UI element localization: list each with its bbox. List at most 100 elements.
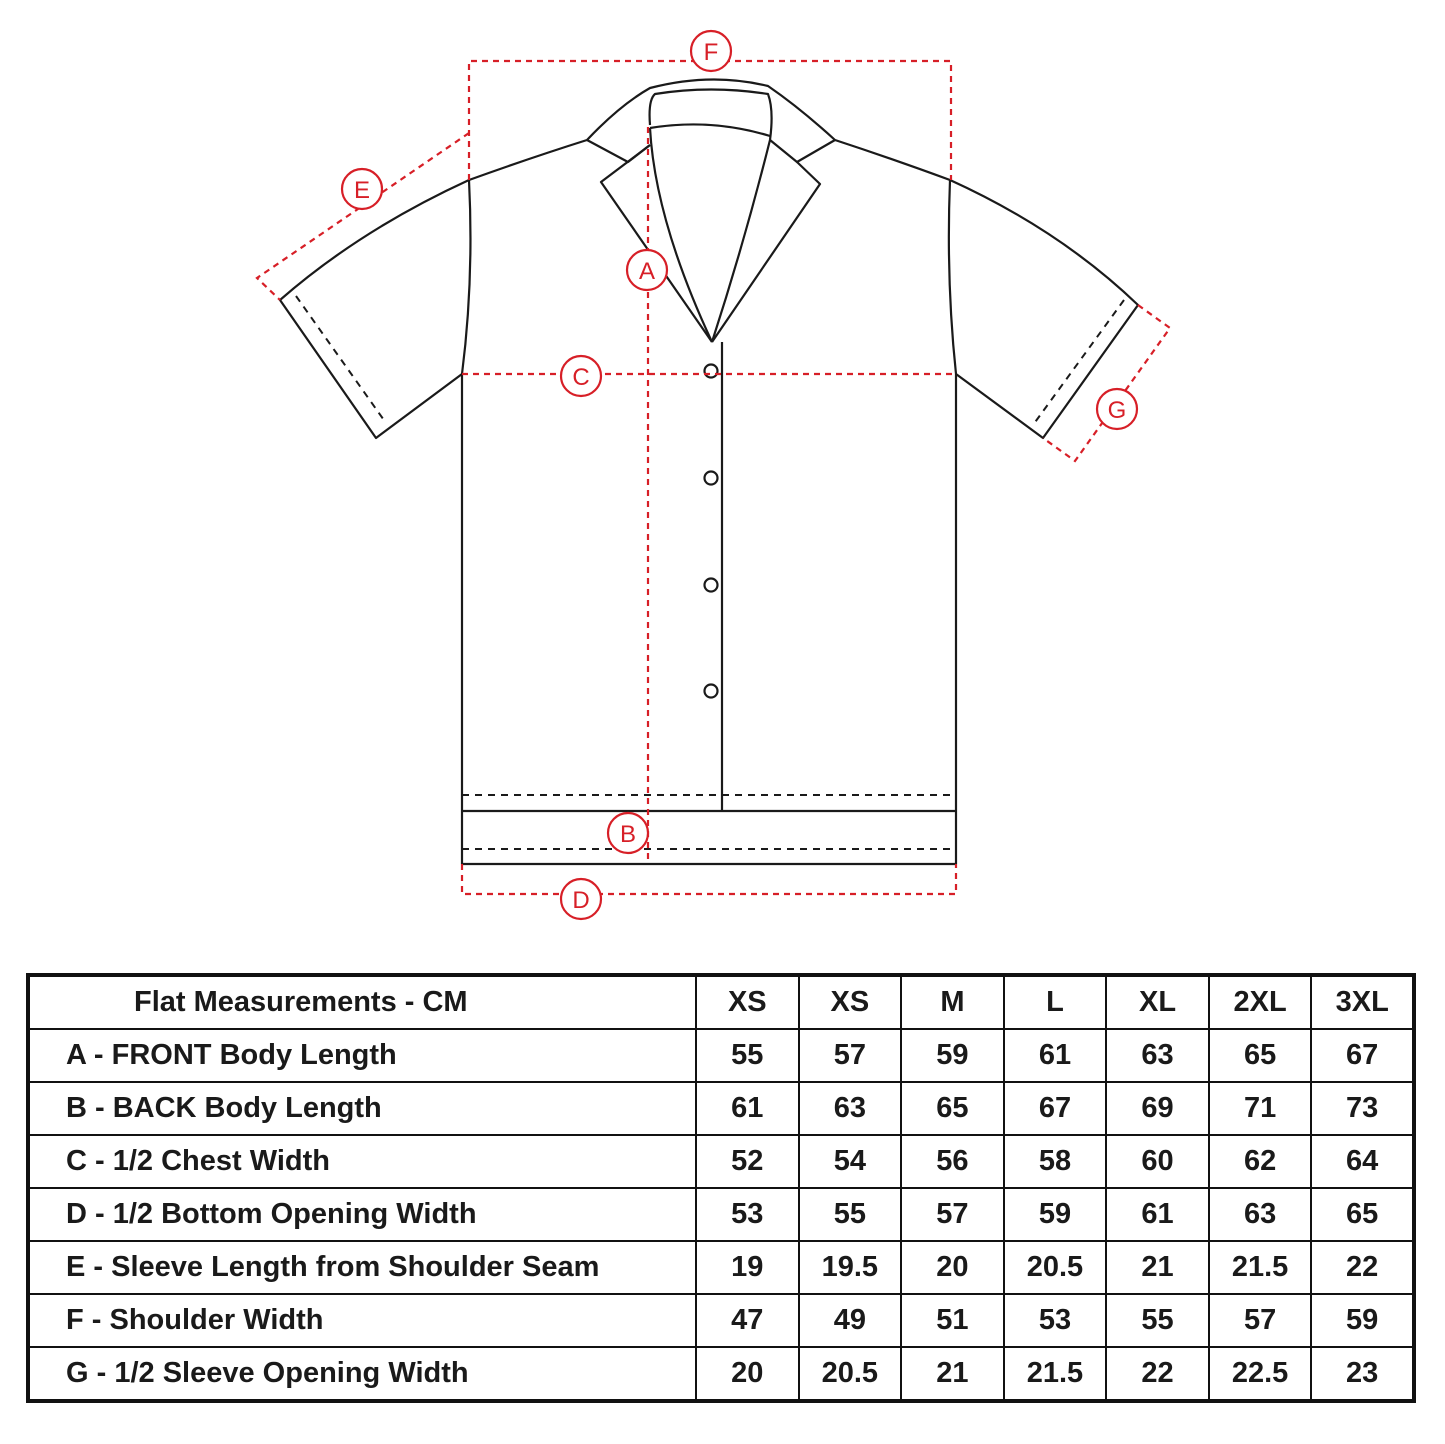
right-collar [769, 139, 836, 164]
size-header: XS [695, 974, 800, 1030]
table-cell: 22 [1105, 1346, 1210, 1402]
row-label: B - BACK Body Length [27, 1081, 697, 1136]
row-label: G - 1/2 Sleeve Opening Width [27, 1346, 697, 1402]
left-lapel [599, 144, 713, 343]
table-cell: 53 [695, 1187, 800, 1242]
table-row: D - 1/2 Bottom Opening Width 53 55 57 59… [27, 1187, 1415, 1242]
shirt-outline [278, 78, 1140, 866]
marker-g: G [1095, 387, 1139, 431]
table-cell: 71 [1207, 1081, 1313, 1136]
table-cell: 57 [797, 1028, 903, 1083]
size-chart-table: Flat Measurements - CM XS XS M L XL 2XL … [26, 973, 1416, 1403]
svg-text:F: F [704, 39, 719, 66]
table-row: E - Sleeve Length from Shoulder Seam 19 … [27, 1240, 1415, 1295]
table-cell: 20 [900, 1240, 1005, 1295]
table-cell: 59 [1002, 1187, 1108, 1242]
right-lapel [711, 161, 822, 343]
row-label: D - 1/2 Bottom Opening Width [27, 1187, 697, 1242]
row-label: C - 1/2 Chest Width [27, 1134, 697, 1189]
table-cell: 20.5 [1002, 1240, 1108, 1295]
table-cell: 64 [1310, 1134, 1415, 1189]
button-3 [703, 577, 719, 593]
table-header-row: Flat Measurements - CM XS XS M L XL 2XL … [27, 974, 1415, 1030]
svg-text:C: C [572, 364, 589, 391]
marker-a: A [625, 248, 669, 292]
measurement-lines [255, 59, 1172, 896]
table-cell: 19 [695, 1240, 800, 1295]
table-cell: 47 [695, 1293, 800, 1348]
measure-line-f [467, 59, 953, 180]
table-row: F - Shoulder Width 47 49 51 53 55 57 59 [27, 1293, 1415, 1348]
size-header: XS [797, 974, 903, 1030]
size-header: XL [1105, 974, 1210, 1030]
table-cell: 63 [1207, 1187, 1313, 1242]
table-cell: 58 [1002, 1134, 1108, 1189]
table-cell: 60 [1105, 1134, 1210, 1189]
marker-d: D [559, 877, 603, 921]
table-cell: 65 [1207, 1028, 1313, 1083]
button-4 [703, 683, 719, 699]
measure-line-g [1042, 304, 1172, 463]
table-cell: 56 [900, 1134, 1005, 1189]
svg-text:E: E [354, 177, 370, 204]
right-neckline [710, 139, 772, 343]
table-row: A - FRONT Body Length 55 57 59 61 63 65 … [27, 1028, 1415, 1083]
table-cell: 55 [695, 1028, 800, 1083]
row-label: E - Sleeve Length from Shoulder Seam [27, 1240, 697, 1295]
table-cell: 55 [1105, 1293, 1210, 1348]
size-header: M [900, 974, 1005, 1030]
table-cell: 21 [900, 1346, 1005, 1402]
right-shoulder [834, 138, 951, 182]
table-row: G - 1/2 Sleeve Opening Width 20 20.5 21 … [27, 1346, 1415, 1402]
table-cell: 21.5 [1207, 1240, 1313, 1295]
button-2 [703, 470, 719, 486]
left-sleeve-hem-stitch [295, 295, 387, 424]
button-1 [703, 363, 719, 379]
table-cell: 61 [695, 1081, 800, 1136]
marker-b: B [606, 811, 650, 855]
table-cell: 59 [1310, 1293, 1415, 1348]
measure-line-d [460, 864, 958, 896]
table-cell: 22.5 [1207, 1346, 1313, 1402]
body-right-side [947, 179, 958, 864]
table-cell: 63 [797, 1081, 903, 1136]
marker-c: C [559, 354, 603, 398]
collar-inner [648, 88, 773, 141]
table-cell: 23 [1310, 1346, 1415, 1402]
body-left-side [460, 179, 472, 864]
table-cell: 54 [797, 1134, 903, 1189]
table-cell: 73 [1310, 1081, 1415, 1136]
table-cell: 61 [1105, 1187, 1210, 1242]
svg-text:A: A [639, 258, 655, 285]
size-header: L [1002, 974, 1108, 1030]
table-cell: 20.5 [797, 1346, 903, 1402]
table-cell: 57 [900, 1187, 1005, 1242]
svg-text:B: B [620, 821, 636, 848]
table-cell: 21.5 [1002, 1346, 1108, 1402]
table-cell: 67 [1002, 1081, 1108, 1136]
table-cell: 49 [797, 1293, 903, 1348]
shirt-measurement-diagram: F E A C G B D [255, 29, 1172, 921]
table-cell: 59 [900, 1028, 1005, 1083]
table-cell: 19.5 [797, 1240, 903, 1295]
table-cell: 62 [1207, 1134, 1313, 1189]
table-cell: 51 [900, 1293, 1005, 1348]
table-cell: 65 [900, 1081, 1005, 1136]
table-row: B - BACK Body Length 61 63 65 67 69 71 7… [27, 1081, 1415, 1136]
table-cell: 57 [1207, 1293, 1313, 1348]
table-cell: 69 [1105, 1081, 1210, 1136]
table-cell: 22 [1310, 1240, 1415, 1295]
svg-text:D: D [572, 887, 589, 914]
right-sleeve [949, 178, 1140, 440]
collar-inner-curve [649, 123, 771, 138]
table-row: C - 1/2 Chest Width 52 54 56 58 60 62 64 [27, 1134, 1415, 1189]
measure-line-e [255, 132, 470, 301]
table-cell: 65 [1310, 1187, 1415, 1242]
table-title: Flat Measurements - CM [27, 974, 697, 1030]
left-neckline [648, 127, 713, 343]
row-label: A - FRONT Body Length [27, 1028, 697, 1083]
size-header: 3XL [1310, 974, 1415, 1030]
stitch-lines [295, 295, 1125, 850]
table-cell: 55 [797, 1187, 903, 1242]
svg-text:G: G [1108, 397, 1127, 424]
